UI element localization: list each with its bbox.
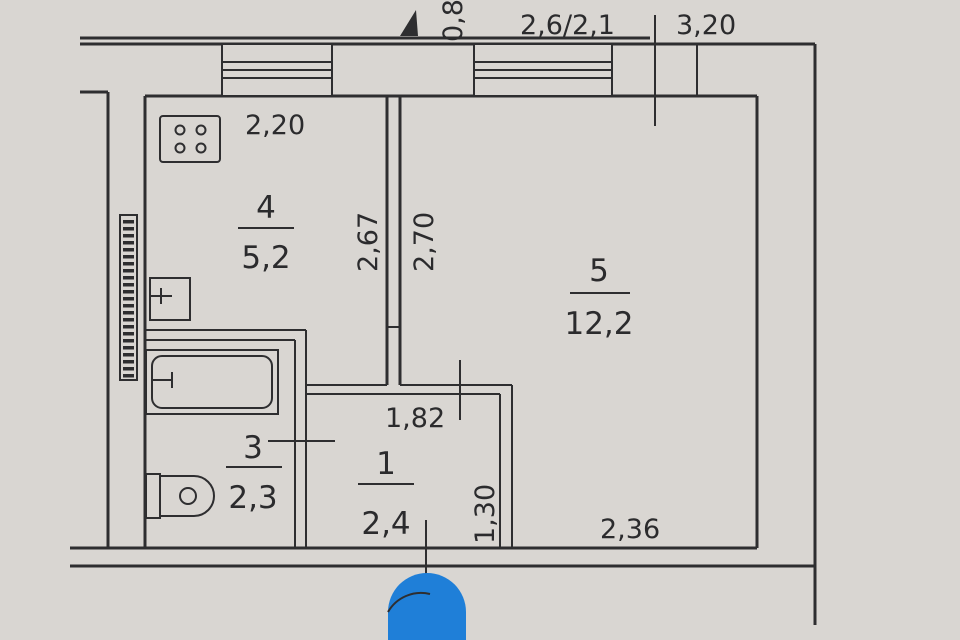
radiator-fin: [123, 220, 134, 224]
dim-kitchen-length: 2,67: [353, 212, 384, 272]
radiator-fin: [123, 325, 134, 329]
dim-top-partial: 0,8: [438, 0, 469, 42]
radiator-fin: [123, 318, 134, 322]
room-window: [473, 43, 613, 97]
room-number: 1: [376, 446, 396, 482]
radiator-fin: [123, 304, 134, 308]
radiator-fin: [123, 255, 134, 259]
radiator-fin: [123, 290, 134, 294]
radiator-fin: [123, 297, 134, 301]
radiator-fin: [123, 234, 134, 238]
radiator-fin: [123, 262, 134, 266]
room-number: 5: [589, 253, 609, 289]
dim-hall-width: 1,82: [385, 403, 445, 434]
toilet-icon: [145, 473, 215, 519]
radiator-fin: [123, 353, 134, 357]
radiator-fin: [123, 241, 134, 245]
dim-room-bottom: 2,36: [600, 514, 660, 545]
room-area: 5,2: [241, 240, 290, 276]
kitchen-window: [221, 43, 333, 97]
radiator-fin: [123, 276, 134, 280]
room-5-label: 5 12,2: [564, 253, 633, 342]
location-marker-icon: [387, 573, 466, 640]
stove-icon: [159, 115, 221, 163]
room-area: 12,2: [564, 306, 633, 342]
dim-hall-length: 1,30: [470, 484, 501, 544]
room-3-label: 3 2,3: [226, 430, 282, 516]
radiator-fin: [123, 360, 134, 364]
radiator-fin: [123, 332, 134, 336]
dim-room-length: 2,70: [409, 212, 440, 272]
sink-icon: [149, 277, 191, 321]
room-4-label: 4 5,2: [238, 190, 294, 276]
radiator-fin: [123, 248, 134, 252]
room-number: 4: [256, 190, 276, 226]
room-area: 2,3: [228, 480, 277, 516]
radiator-icon: [119, 214, 138, 381]
dim-kitchen-width: 2,20: [245, 110, 305, 141]
room-1-label: 1 2,4: [358, 446, 414, 542]
room-area: 2,4: [361, 506, 410, 542]
bathtub-icon: [145, 349, 279, 415]
room-number: 3: [243, 430, 263, 466]
radiator-fin: [123, 374, 134, 378]
radiator-fin: [123, 367, 134, 371]
radiator-fin: [123, 227, 134, 231]
radiator-fin: [123, 311, 134, 315]
radiator-fin: [123, 346, 134, 350]
dimension-ticks: [268, 10, 656, 592]
radiator-fin: [123, 283, 134, 287]
dim-top-window: 2,6/2,1: [520, 10, 615, 41]
radiator-fin: [123, 269, 134, 273]
inner-walls: [145, 96, 513, 548]
radiator-fin: [123, 339, 134, 343]
top-right-bay: [611, 44, 698, 96]
dim-top-right: 3,20: [676, 10, 736, 41]
